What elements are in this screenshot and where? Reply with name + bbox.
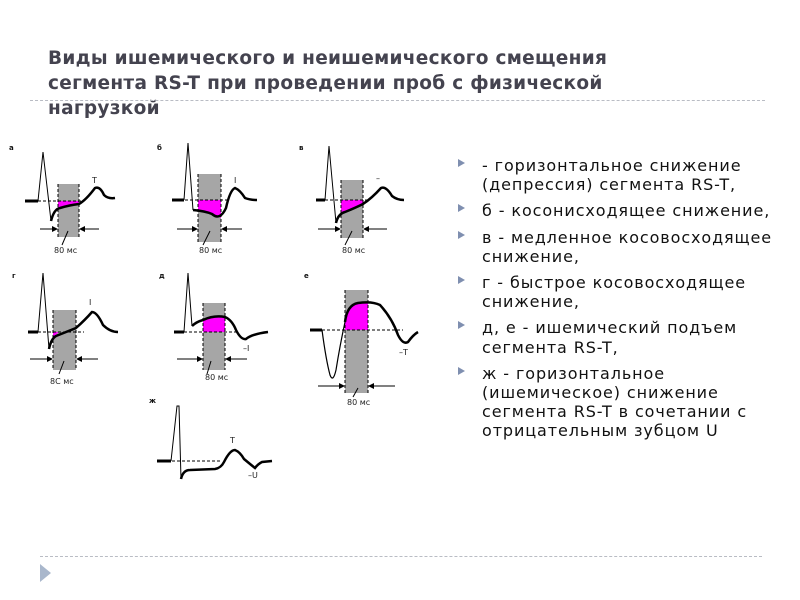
wave-label: T: [91, 176, 97, 185]
list-item-text: в - медленное косовосходящее снижение,: [482, 227, 773, 266]
list-item-text: д, е - ишемический подъем сегмента RS-T,: [482, 318, 738, 357]
title-line: нагрузкой: [48, 98, 160, 119]
wave-label: I: [234, 176, 236, 185]
wave-label: I: [89, 298, 91, 307]
panel-label: а: [9, 144, 14, 152]
duration-label: 80 мс: [347, 398, 370, 407]
list-item-text: г - быстрое косовосходящее снижение,: [482, 273, 747, 312]
ecg-trace: [179, 448, 273, 480]
duration-label: 80 мс: [205, 373, 228, 382]
ecg-panel-d: д 80 мс –I: [159, 272, 269, 382]
title-line: сегмента RS-T при проведении проб с физи…: [48, 73, 603, 94]
panel-label: ж: [149, 397, 156, 405]
ecg-trace: [49, 186, 116, 222]
list-item-text: - горизонтальное снижение (депрессия) се…: [482, 156, 742, 195]
st-segment-area: [198, 200, 221, 218]
panel-label: в: [299, 144, 304, 152]
wave-label: T: [229, 436, 235, 445]
next-slide-arrow-icon[interactable]: [40, 564, 51, 582]
ecg-panel-v: в 80 мс –: [299, 144, 405, 255]
slide-title: Виды ишемического и неишемического смеще…: [48, 46, 768, 121]
ecg-panel-e: е 80 мс –T: [304, 272, 419, 407]
st-segment-area: [345, 302, 368, 330]
ecg-panel-b: б 80 мс I: [157, 142, 258, 255]
measurement-window: [203, 303, 225, 370]
list-item-text: б - косонисходящее снижение,: [482, 201, 771, 221]
ecg-trace: [192, 186, 258, 218]
wave-label: –T: [399, 348, 408, 357]
ecg-trace: [191, 315, 269, 341]
panel-label: д: [159, 272, 165, 280]
list-item: в - медленное косовосходящее снижение,: [458, 228, 778, 266]
duration-label: 80 мс: [199, 246, 222, 255]
bullet-arrow-icon: [458, 204, 465, 213]
duration-label: 80 мс: [342, 246, 365, 255]
bullet-arrow-icon: [458, 230, 465, 239]
bullet-arrow-icon: [458, 366, 465, 375]
ecg-panel-a: а 80 мс T: [9, 144, 116, 255]
wave-label: –U: [248, 471, 258, 480]
duration-label: 80 мс: [54, 246, 77, 255]
title-line: Виды ишемического и неишемического смеще…: [48, 48, 608, 69]
ecg-trace: [334, 186, 405, 224]
ecg-figure: а 80 мс T б 80 мс I в: [9, 142, 419, 480]
bullet-arrow-icon: [458, 276, 465, 285]
panel-label: б: [157, 144, 162, 152]
title-divider: [30, 100, 765, 101]
ecg-panel-g: г 8С мс I: [12, 272, 119, 386]
st-segment-area: [203, 316, 225, 332]
bullet-arrow-icon: [458, 159, 465, 167]
panel-label: е: [304, 272, 309, 280]
list-item: д, е - ишемический подъем сегмента RS-T,: [458, 318, 778, 357]
footer-divider: [40, 556, 762, 557]
wave-label: –I: [243, 344, 249, 353]
measurement-window: [53, 310, 76, 370]
duration-label: 8С мс: [50, 377, 74, 386]
ecg-trace: [47, 310, 119, 350]
list-item: г - быстрое косовосходящее снижение,: [458, 273, 778, 311]
list-item: - горизонтальное снижение (депрессия) се…: [458, 156, 778, 194]
panel-label: г: [12, 272, 16, 280]
list-item-text: ж - горизонтальное (ишемическое) снижени…: [482, 363, 748, 441]
wave-label: –: [376, 174, 380, 183]
legend-list: - горизонтальное снижение (депрессия) се…: [458, 156, 778, 448]
ecg-panel-zh: ж T –U: [149, 397, 273, 480]
bullet-arrow-icon: [458, 321, 465, 330]
list-item: ж - горизонтальное (ишемическое) снижени…: [458, 364, 778, 441]
ecg-trace: [343, 301, 419, 344]
measurement-window: [58, 184, 79, 237]
list-item: б - косонисходящее снижение,: [458, 201, 778, 220]
